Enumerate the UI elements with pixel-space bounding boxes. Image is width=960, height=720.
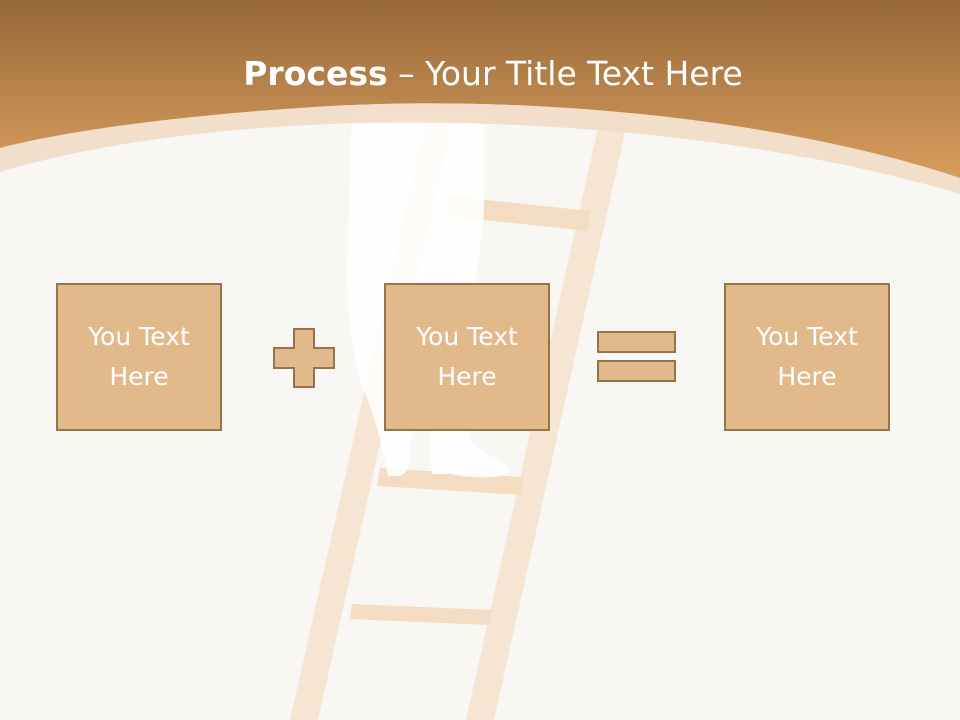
slide-title: Process – Your Title Text Here xyxy=(0,52,960,96)
text-box-2[interactable]: You Text Here xyxy=(384,283,550,431)
text-box-2-label: You Text Here xyxy=(416,322,518,391)
title-bold: Process xyxy=(243,54,388,93)
equals-icon xyxy=(597,331,676,382)
text-box-1[interactable]: You Text Here xyxy=(56,283,222,431)
text-box-3-label: You Text Here xyxy=(756,322,858,391)
plus-icon xyxy=(273,328,335,388)
text-box-3[interactable]: You Text Here xyxy=(724,283,890,431)
text-box-1-label: You Text Here xyxy=(88,322,190,391)
title-rest: – Your Title Text Here xyxy=(387,54,743,93)
